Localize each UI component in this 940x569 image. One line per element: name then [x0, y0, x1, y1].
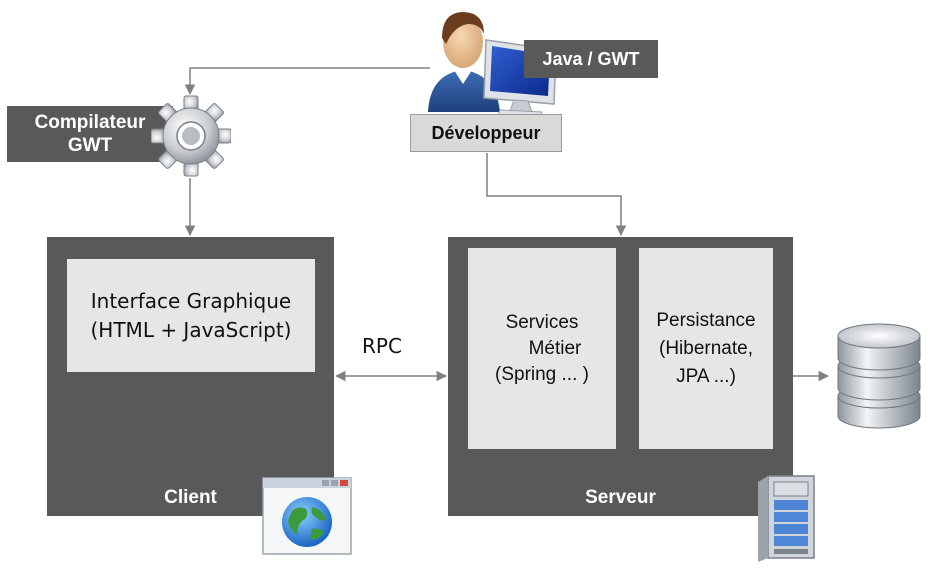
compiler-label-line1: Compilateur: [34, 112, 146, 133]
compiler-label-line2: GWT: [67, 135, 113, 156]
developer-label-box: Développeur: [410, 114, 562, 152]
tech-label: Java / GWT: [524, 40, 658, 78]
services-line3: (Spring ... ): [495, 363, 589, 385]
ui-line2: (HTML + JavaScript): [90, 317, 292, 342]
persistence-box: Persistance (Hibernate, JPA ...): [639, 248, 773, 449]
ui-line1: Interface Graphique: [90, 288, 292, 313]
database-icon: [837, 323, 921, 429]
client-box: Interface Graphique (HTML + JavaScript) …: [47, 237, 334, 516]
tech-label-text: Java / GWT: [542, 48, 640, 69]
services-line1: Services: [505, 311, 579, 333]
client-title: Client: [164, 487, 217, 508]
persistence-line2: (Hibernate,: [659, 337, 753, 359]
server-title: Serveur: [585, 487, 656, 508]
server-tower-icon: [758, 475, 815, 562]
ui-box: Interface Graphique (HTML + JavaScript): [67, 259, 315, 372]
dev-to-server-arrow: [486, 153, 627, 237]
rpc-label: RPC: [362, 334, 402, 358]
persistence-line1: Persistance: [656, 309, 756, 331]
server-box: Services Métier (Spring ... ) Persistanc…: [448, 237, 793, 516]
dev-to-compiler-arrow: [184, 67, 430, 96]
compiler-label-box: Compilateur GWT: [7, 106, 173, 162]
gear-icon: [151, 95, 231, 177]
services-line2: Métier: [528, 337, 582, 359]
person-icon: [428, 12, 500, 112]
browser-globe-icon: [262, 477, 352, 555]
persistence-line3: JPA ...): [676, 365, 736, 387]
developer-label: Développeur: [431, 122, 541, 143]
services-box: Services Métier (Spring ... ): [468, 248, 616, 449]
